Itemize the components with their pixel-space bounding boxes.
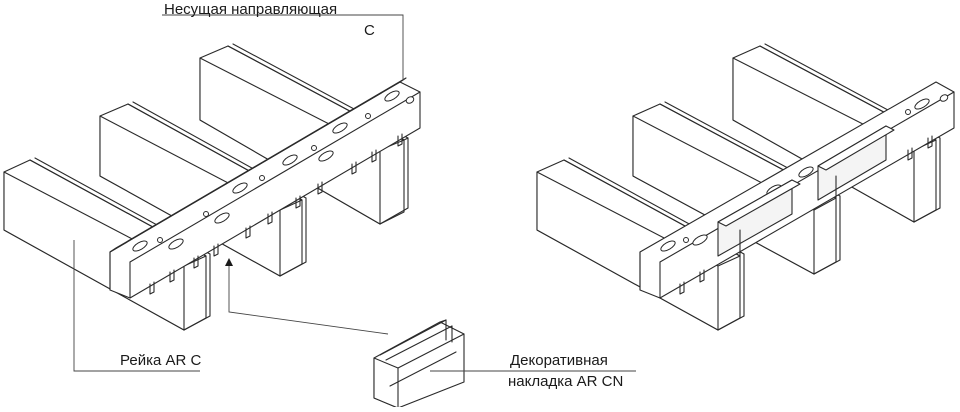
rail-right-1: [732, 43, 941, 223]
rail-left-1: [199, 43, 409, 225]
rail-label: Рейка AR C: [120, 352, 202, 369]
decorative-label-line2: накладка AR CN: [508, 373, 624, 390]
decorative-insert: [373, 319, 465, 409]
carrier-label-suffix: C: [364, 22, 375, 39]
leader-lines-left: [73, 14, 636, 372]
carrier-label: Несущая направляющая: [164, 1, 338, 18]
carrier-right: [639, 81, 955, 299]
decorative-label-line1: Декоративная: [510, 352, 608, 369]
carrier-left: [109, 77, 421, 299]
right-assembly: [536, 43, 955, 331]
left-assembly: [3, 14, 636, 409]
